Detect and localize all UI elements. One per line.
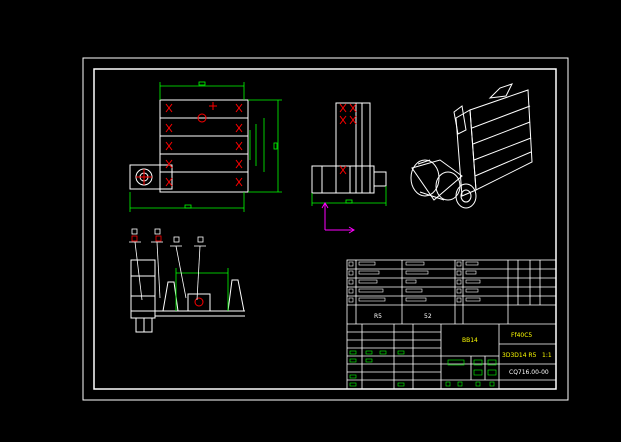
side-view [311,102,387,234]
tb-project-label: Ff40C5 [511,332,532,339]
tb-scale-label: 1:1 [542,352,552,359]
tb-drawing-type: 3D3D14 R5 [502,352,537,359]
title-block-marks [349,350,497,387]
title-block [346,259,557,390]
inner-frame [93,68,557,390]
ucs-axis-icon [321,202,355,234]
bom-entries [348,261,481,303]
isometric-view [410,83,533,209]
tb-header-label: BB14 [462,337,478,344]
bottom-view [129,228,245,333]
tb-name-cell-1: R5 [374,313,382,320]
tb-drawing-number: CQ716.00-00 [509,369,549,376]
outer-frame [82,57,569,401]
title-block-text: R5 52 BB14 Ff40C5 3D3D14 R5 1:1 CQ716.00… [374,313,552,376]
front-view [129,81,282,212]
tb-name-cell-2: 52 [424,313,432,320]
